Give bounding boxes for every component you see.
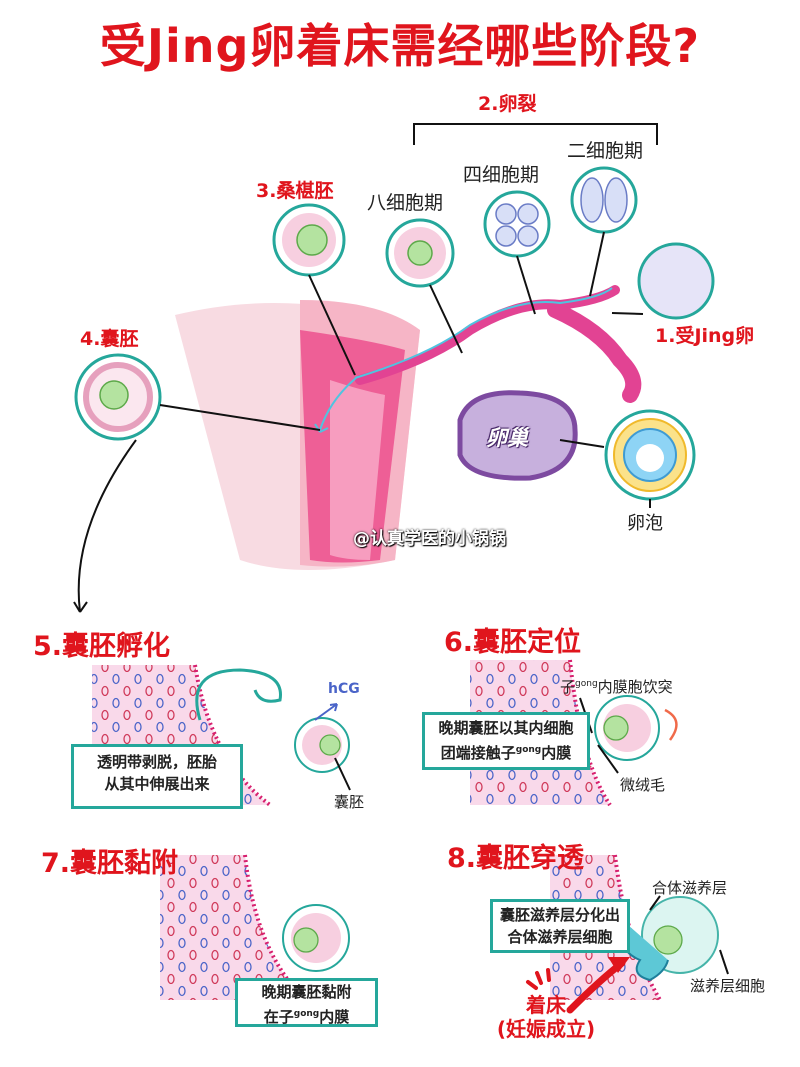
eight-cell-label: 八细胞期 <box>367 192 444 214</box>
hatching-note-line1: 透明带剥脱，胚胎 <box>96 753 217 771</box>
four-cell-label: 四细胞期 <box>463 164 540 186</box>
microvilli-label: 微绒毛 <box>620 776 666 794</box>
positioning-note-line1: 晚期囊胚以其内细胞 <box>438 719 574 737</box>
hatching-note-line2: 从其中伸展出来 <box>104 775 210 793</box>
ovary-label: 卵巢 <box>486 426 528 450</box>
positioning-title: 6.囊胚定位 <box>444 627 582 658</box>
positioning-line2-sup: gong <box>515 745 542 755</box>
hcg-label: hCG <box>328 681 360 697</box>
cytotrophoblast-label: 滋养层细胞 <box>690 977 766 995</box>
follicle-circle <box>604 409 696 501</box>
embryo-label: 囊胚 <box>334 793 365 811</box>
two-cell-label: 二细胞期 <box>567 140 644 162</box>
adhesion-title: 7.囊胚黏附 <box>41 848 179 879</box>
hatching-note-box: 透明带剥脱，胚胎 从其中伸展出来 <box>71 744 243 809</box>
penetration-note-line2: 合体滋养层细胞 <box>507 928 613 946</box>
leader-lines <box>73 123 658 613</box>
pinopode-post: 内膜胞饮突 <box>597 678 673 696</box>
implantation-line1: 着床 <box>526 993 566 1017</box>
adhesion-note-line1: 晚期囊胚黏附 <box>261 983 352 1001</box>
adhesion-endometrium <box>160 854 350 1002</box>
penetration-note-line1: 囊胚滋养层分化出 <box>499 906 620 924</box>
positioning-note-box: 晚期囊胚以其内细胞 团端接触子gong内膜 <box>422 712 590 770</box>
fertilized-egg-label: 1.受Jing卵 <box>655 325 755 347</box>
page-title: 受Jing卵着床需经哪些阶段? <box>99 19 701 73</box>
fertilized-egg-circle <box>637 242 715 320</box>
blastocyst-label: 4.囊胚 <box>80 328 139 350</box>
cleavage-label: 2.卵裂 <box>478 93 537 115</box>
pinopode-pre: 子 <box>560 678 576 696</box>
blastocyst-circle <box>74 353 162 441</box>
morula-label: 3.桑椹胚 <box>256 180 334 202</box>
syncytiotrophoblast-label: 合体滋养层 <box>652 879 728 897</box>
adhesion-note-box: 晚期囊胚黏附 在子gong内膜 <box>235 978 378 1027</box>
eight-cell-circle <box>385 218 455 288</box>
adhesion-line2-post: 内膜 <box>319 1008 350 1026</box>
two-cell-circle <box>570 166 638 234</box>
morula-circle <box>272 203 346 277</box>
pinopode-sup: gong <box>575 679 598 689</box>
hatching-title: 5.囊胚孵化 <box>33 631 171 662</box>
positioning-line2-pre: 团端接触子 <box>440 744 516 762</box>
watermark: @认真学医的小锅锅 <box>353 529 506 549</box>
four-cell-circle <box>483 190 551 258</box>
penetration-note-box: 囊胚滋养层分化出 合体滋养层细胞 <box>490 899 630 953</box>
positioning-note-line2: 团端接触子gong内膜 <box>425 739 587 764</box>
implantation-label: 着床 (妊娠成立) <box>496 993 596 1041</box>
positioning-line2-post: 内膜 <box>541 744 572 762</box>
adhesion-line2-pre: 在子 <box>263 1008 294 1026</box>
ovary-shape <box>457 390 578 481</box>
implantation-line2: (妊娠成立) <box>496 1017 596 1041</box>
adhesion-note-line2: 在子gong内膜 <box>238 1003 375 1028</box>
pinopode-label: 子gong内膜胞饮突 <box>560 676 673 697</box>
uterus-illustration <box>175 285 642 570</box>
penetration-title: 8.囊胚穿透 <box>447 843 585 874</box>
adhesion-line2-sup: gong <box>293 1009 320 1019</box>
follicle-label: 卵泡 <box>627 513 663 534</box>
